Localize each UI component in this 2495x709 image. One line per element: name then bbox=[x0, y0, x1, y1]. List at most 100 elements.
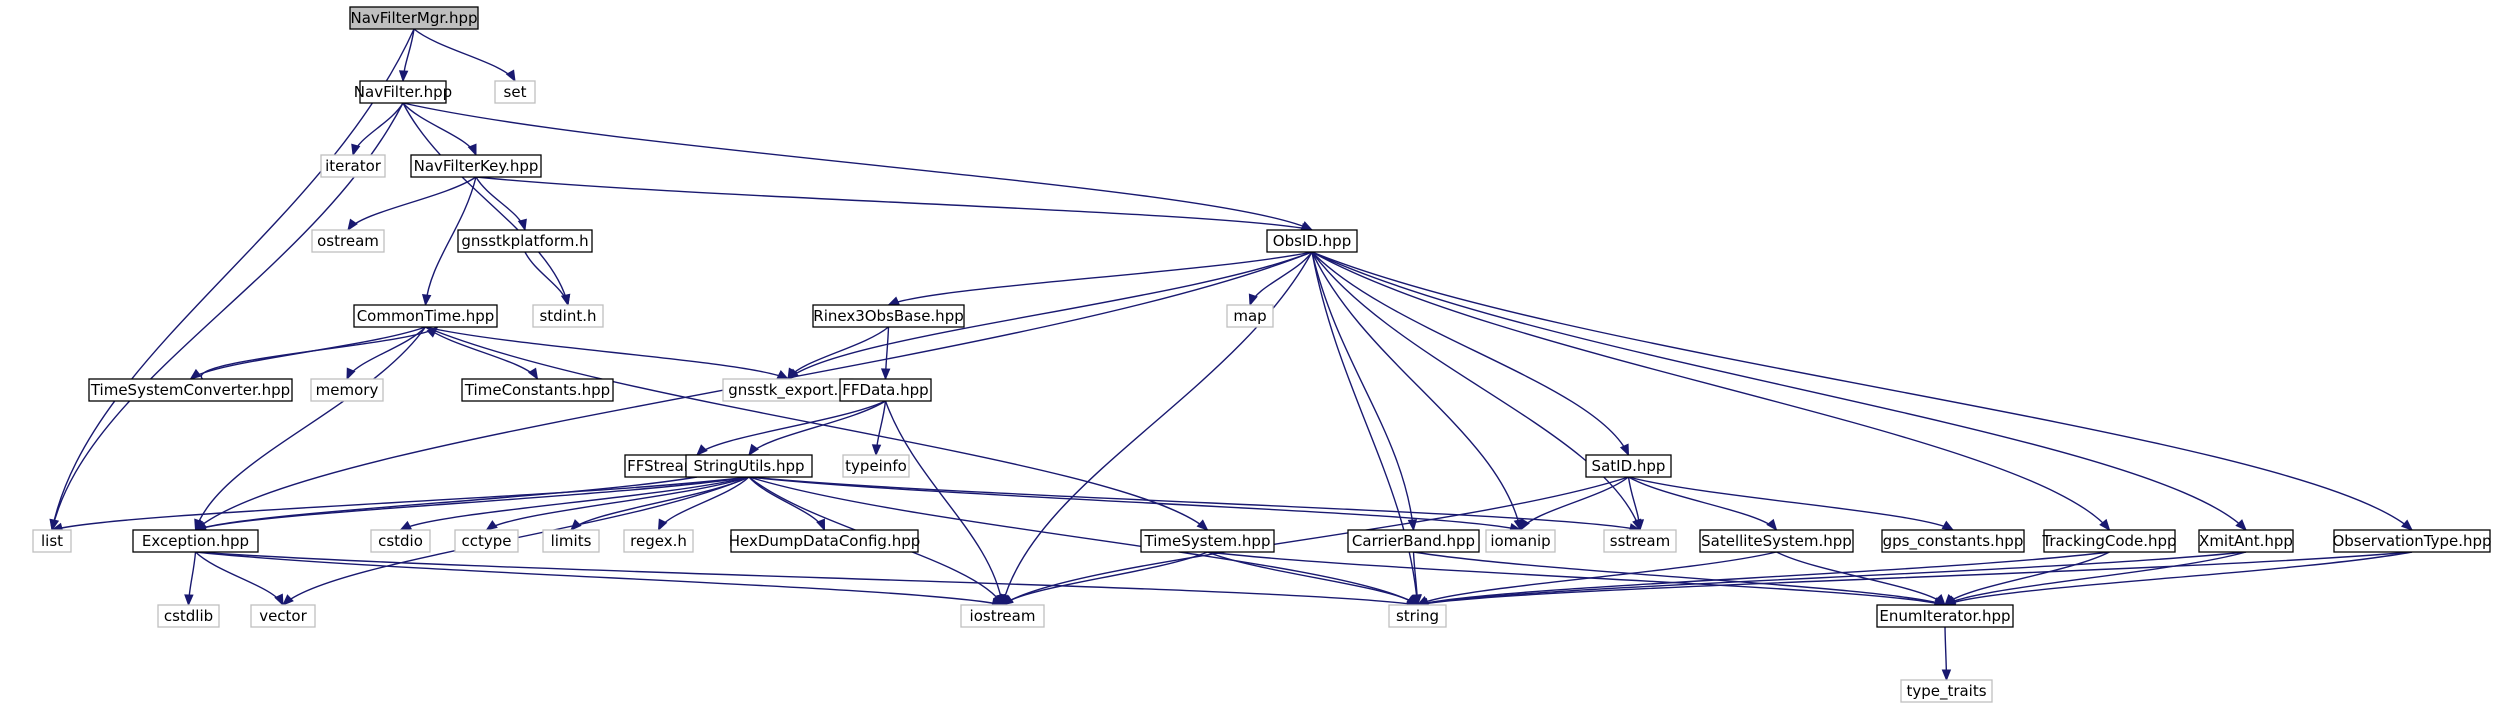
edge-line bbox=[424, 176, 477, 306]
node-box bbox=[1900, 679, 1993, 703]
node-map: map bbox=[1226, 304, 1274, 328]
node-TimeSystem[interactable]: TimeSystem.hpp bbox=[1140, 529, 1275, 553]
node-box bbox=[311, 229, 385, 253]
node-box bbox=[1603, 529, 1677, 553]
node-label: SatID.hpp bbox=[1592, 457, 1666, 475]
node-cstdio: cstdio bbox=[370, 529, 431, 553]
edge-ObsID-to-iomanip bbox=[1311, 251, 1523, 532]
node-regex: regex.h bbox=[623, 529, 694, 553]
arrowhead-icon bbox=[1001, 594, 1014, 606]
arrowhead-icon bbox=[189, 368, 202, 380]
node-label: cctype bbox=[461, 532, 511, 550]
edge-ObsID-to-SatID bbox=[1311, 251, 1630, 457]
edge-line bbox=[190, 326, 426, 380]
edge-gnsstkplatform-to-stdint bbox=[524, 251, 571, 307]
arrowhead-icon bbox=[1766, 518, 1778, 532]
arrowhead-icon bbox=[527, 367, 539, 381]
node-CarrierBand[interactable]: CarrierBand.hpp bbox=[1347, 529, 1480, 553]
node-CommonTime[interactable]: CommonTime.hpp bbox=[353, 304, 498, 328]
arrowhead-icon bbox=[816, 518, 826, 532]
edge-StringUtils-to-list bbox=[50, 476, 750, 532]
node-limits: limits bbox=[542, 529, 600, 553]
node-NavFilterKey[interactable]: NavFilterKey.hpp bbox=[410, 154, 542, 178]
node-box bbox=[1876, 604, 2014, 628]
node-gps_constants[interactable]: gps_constants.hpp bbox=[1881, 529, 2025, 553]
node-EnumIterator[interactable]: EnumIterator.hpp bbox=[1876, 604, 2014, 628]
node-label: map bbox=[1233, 307, 1266, 325]
node-list: list bbox=[32, 529, 72, 553]
edge-line bbox=[1417, 551, 2413, 606]
edge-line bbox=[402, 102, 569, 306]
node-memory: memory bbox=[310, 378, 384, 402]
edge-line bbox=[1311, 251, 2247, 531]
edge-ObsID-to-ObservationType bbox=[1311, 251, 2414, 531]
arrowhead-icon bbox=[748, 443, 759, 457]
arrowhead-icon bbox=[1941, 520, 1955, 531]
edge-SatID-to-gps_constants bbox=[1628, 476, 1955, 531]
edge-line bbox=[475, 176, 526, 231]
node-iterator: iterator bbox=[320, 154, 386, 178]
arrowhead-icon bbox=[346, 367, 356, 381]
node-label: gnsstkplatform.h bbox=[461, 232, 588, 250]
arrowhead-icon bbox=[49, 518, 60, 532]
edge-line bbox=[195, 251, 1313, 531]
edge-line bbox=[1311, 251, 2111, 531]
node-XmitAnt[interactable]: XmitAnt.hpp bbox=[2198, 529, 2294, 553]
node-label: NavFilterKey.hpp bbox=[414, 157, 539, 175]
node-ObsID[interactable]: ObsID.hpp bbox=[1266, 229, 1358, 253]
node-TrackingCode[interactable]: TrackingCode.hpp bbox=[2041, 529, 2177, 553]
edge-NavFilter-to-NavFilterKey bbox=[402, 102, 477, 157]
arrowhead-icon bbox=[2099, 518, 2111, 532]
edge-ObsID-to-Rinex3ObsBase bbox=[887, 251, 1313, 306]
edge-line bbox=[195, 551, 1418, 606]
edge-NavFilterKey-to-ostream bbox=[347, 176, 477, 232]
edge-line bbox=[425, 326, 789, 380]
edge-StringUtils-to-cctype bbox=[485, 476, 750, 531]
node-box bbox=[1485, 529, 1556, 553]
node-box bbox=[1347, 529, 1480, 553]
edge-line bbox=[1311, 251, 1415, 531]
node-HexDumpDataConfig[interactable]: HexDumpDataConfig.hpp bbox=[729, 529, 921, 553]
node-box bbox=[623, 529, 694, 553]
edge-line bbox=[195, 551, 284, 606]
node-label: regex.h bbox=[630, 532, 687, 550]
node-SatelliteSystem[interactable]: SatelliteSystem.hpp bbox=[1699, 529, 1854, 553]
edge-TimeSystemConverter-to-CommonTime bbox=[200, 326, 439, 380]
edge-line bbox=[748, 476, 1521, 531]
node-box bbox=[132, 529, 259, 553]
node-box bbox=[730, 529, 919, 553]
node-ObservationType[interactable]: ObservationType.hpp bbox=[2332, 529, 2492, 553]
arrowhead-icon bbox=[1412, 594, 1423, 607]
edge-line bbox=[1413, 551, 1946, 606]
node-box bbox=[812, 304, 965, 328]
edge-line bbox=[1001, 251, 1313, 606]
edge-line bbox=[400, 476, 750, 531]
node-box bbox=[310, 378, 384, 402]
node-box bbox=[88, 378, 293, 402]
node-label: NavFilterMgr.hpp bbox=[350, 9, 477, 27]
edge-ObsID-to-TrackingCode bbox=[1311, 251, 2111, 532]
node-NavFilter[interactable]: NavFilter.hpp bbox=[354, 80, 452, 104]
node-Rinex3ObsBase[interactable]: Rinex3ObsBase.hpp bbox=[812, 304, 965, 328]
node-TimeSystemConverter[interactable]: TimeSystemConverter.hpp bbox=[88, 378, 293, 402]
node-SatID[interactable]: SatID.hpp bbox=[1585, 454, 1672, 478]
edge-line bbox=[1002, 551, 1208, 606]
node-FFData[interactable]: FFData.hpp bbox=[839, 378, 932, 402]
edge-line bbox=[425, 326, 539, 380]
node-gnsstkplatform[interactable]: gnsstkplatform.h bbox=[457, 229, 593, 253]
edge-line bbox=[1628, 476, 1954, 531]
node-type_traits: type_traits bbox=[1900, 679, 1993, 703]
node-StringUtils[interactable]: StringUtils.hpp bbox=[685, 454, 813, 478]
edge-line bbox=[1311, 251, 1641, 531]
edge-line bbox=[524, 251, 569, 306]
arrowhead-icon bbox=[274, 593, 284, 607]
arrowhead-icon bbox=[2235, 519, 2247, 531]
node-Exception[interactable]: Exception.hpp bbox=[132, 529, 259, 553]
edge-line bbox=[1311, 251, 1522, 531]
node-box bbox=[2198, 529, 2294, 553]
arrowhead-icon bbox=[1196, 519, 1209, 531]
arrowhead-icon bbox=[398, 70, 409, 83]
edge-line bbox=[787, 251, 1313, 380]
node-label: type_traits bbox=[1906, 682, 1986, 701]
node-TimeConstants[interactable]: TimeConstants.hpp bbox=[461, 378, 614, 402]
